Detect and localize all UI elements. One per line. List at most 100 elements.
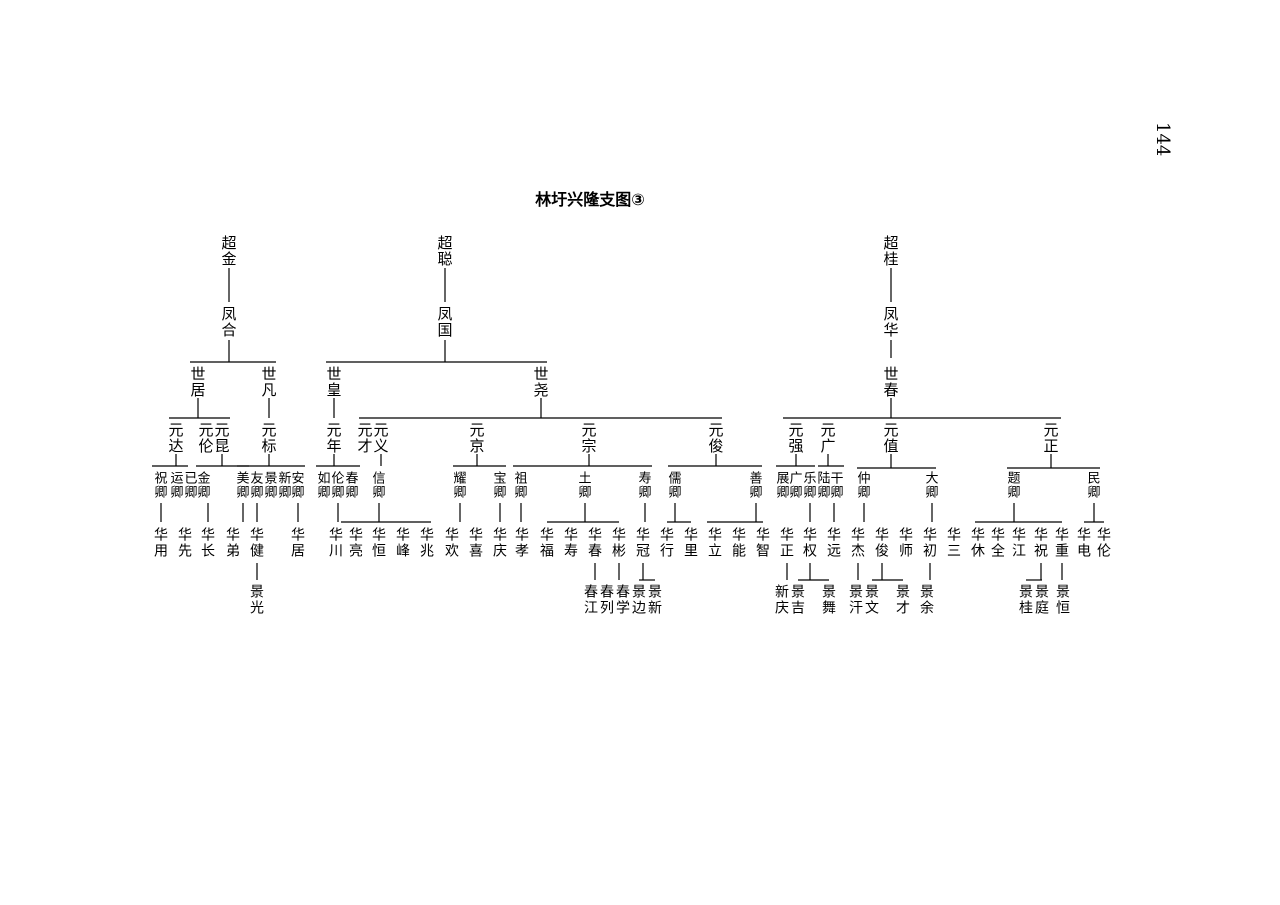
person-shan-qing: 善卿: [749, 470, 762, 500]
person-yuan-da: 元达: [168, 421, 183, 455]
person-h-xian: 华先: [178, 527, 192, 559]
person-x-qing: 新庆: [775, 584, 789, 616]
person-chao-gui: 超桂: [883, 234, 898, 268]
person-zhan-qing: 展卿: [776, 471, 789, 500]
person-jg-guang: 景光: [250, 584, 264, 616]
person-c-jiang: 春江: [584, 584, 598, 616]
person-h-ju: 华居: [291, 527, 305, 559]
person-shou-qing: 寿卿: [638, 471, 651, 500]
person-feng-he: 凤合: [221, 305, 236, 339]
person-h-qing: 华庆: [493, 527, 507, 559]
person-h-yuan: 华远: [827, 527, 841, 559]
person-h-jie: 华杰: [851, 527, 865, 559]
person-h-di: 华弟: [226, 527, 240, 559]
person-shi-huang: 世皇: [326, 365, 341, 399]
person-j-gui: 景桂: [1019, 584, 1033, 616]
person-mei-qing: 美卿: [236, 471, 249, 500]
person-yao2-qing: 耀卿: [453, 471, 466, 500]
person-j-han: 景汗: [849, 584, 863, 616]
person-tu-qing: 土卿: [578, 471, 591, 500]
person-j-wen: 景文: [865, 584, 879, 616]
person-ru2-qing: 儒卿: [668, 471, 681, 500]
person-yuan-jun: 元俊: [708, 421, 723, 455]
person-feng-guo: 凤国: [437, 305, 452, 339]
person-c-lie: 春列: [600, 584, 614, 616]
person-j-wu: 景舞: [822, 584, 836, 616]
person-h-shi: 华师: [899, 527, 913, 559]
person-shi-yao: 世尧: [533, 365, 548, 399]
person-yun-qing: 运卿: [170, 471, 183, 500]
person-xin2-qing: 信卿: [372, 471, 385, 500]
person-j-heng: 景恒: [1056, 584, 1070, 616]
person-h-lun: 华伦: [1097, 527, 1111, 559]
person-h-neng: 华能: [732, 527, 746, 559]
person-yuan-biao: 元标: [261, 421, 276, 455]
person-h-zhi: 华智: [756, 527, 770, 559]
tree-lines: [152, 268, 1104, 581]
person-le-qing: 乐卿: [803, 471, 816, 500]
person-yuan-zong: 元宗: [581, 421, 596, 455]
person-yuan-zhi: 元值: [883, 421, 898, 455]
person-chao-jin: 超金: [221, 234, 236, 268]
person-j-xin: 景新: [648, 584, 662, 616]
person-h-shou: 华寿: [564, 527, 578, 559]
person-h-zhao: 华兆: [420, 527, 434, 559]
person-h-chun: 华春: [588, 527, 602, 559]
person-h-li: 华里: [684, 527, 698, 559]
person-shi-fan: 世凡: [261, 365, 276, 399]
person-jin-qing: 金卿: [197, 470, 210, 500]
tree-names: 超金超聪超桂凤合凤国凤华世居世凡世皇世尧世春元达元伦元昆元标元年元才元义元京元宗…: [154, 234, 1111, 616]
person-feng-hua: 凤华: [883, 305, 898, 339]
person-h-li2: 华立: [708, 527, 722, 559]
person-h-zhong: 华重: [1055, 527, 1069, 559]
person-h-xi: 华喜: [469, 527, 483, 559]
person-shi-ju: 世居: [190, 365, 205, 399]
person-yuan-zheng: 元正: [1043, 421, 1058, 455]
person-zhu-qing: 祝卿: [154, 471, 167, 500]
person-h-xing: 华行: [660, 527, 674, 559]
person-j-cai: 景才: [896, 584, 910, 616]
person-h-huan: 华欢: [445, 527, 459, 559]
person-yuan-kun: 元昆: [214, 421, 229, 455]
person-lu-qing: 陆卿: [817, 470, 830, 500]
person-xin-qing: 新卿: [278, 470, 291, 500]
person-h-zheng: 华正: [780, 527, 794, 559]
person-h-quan2: 华全: [991, 527, 1005, 559]
person-ru-qing: 如卿: [317, 470, 330, 500]
person-shi-chun: 世春: [883, 365, 898, 399]
person-yuan-lun: 元伦: [198, 421, 213, 455]
person-da-qing: 大卿: [925, 471, 938, 500]
person-j-ting: 景庭: [1035, 584, 1049, 616]
person-yuan-yi: 元义: [373, 421, 388, 455]
person-h-dian: 华电: [1077, 527, 1091, 559]
person-yuan-qiang: 元强: [788, 421, 803, 455]
person-zhong-qing: 仲卿: [857, 471, 870, 500]
person-h-san: 华三: [947, 527, 961, 559]
diagram-title: 林圩兴隆支图③: [535, 190, 645, 209]
person-h-xiao: 华孝: [515, 527, 529, 559]
person-ji-qing: 已卿: [184, 471, 197, 500]
person-h-yong: 华用: [154, 527, 168, 559]
person-h-fu: 华福: [540, 527, 554, 559]
person-c-xue: 春学: [616, 584, 630, 616]
person-h-zhu: 华祝: [1034, 527, 1048, 559]
person-j-ji: 景吉: [791, 584, 805, 616]
person-qian-qing: 干卿: [830, 471, 843, 500]
person-h-guan: 华冠: [636, 527, 650, 559]
person-yuan-jing: 元京: [469, 421, 484, 455]
person-chun-qing: 春卿: [345, 471, 358, 500]
person-h-jiang: 华江: [1012, 527, 1026, 559]
person-lun-qing: 伦卿: [331, 471, 344, 500]
person-chao-cong: 超聪: [437, 234, 452, 268]
person-h-chuan: 华川: [329, 527, 343, 559]
person-guang2-qing: 广卿: [789, 471, 802, 500]
person-an-qing: 安卿: [291, 471, 304, 500]
person-h-xiu: 华休: [971, 527, 985, 559]
person-h-heng: 华恒: [372, 527, 386, 559]
person-j-bian: 景边: [632, 584, 646, 616]
person-h-bin: 华彬: [612, 527, 626, 559]
person-h-jun: 华俊: [875, 527, 889, 559]
person-h-liang: 华亮: [349, 527, 363, 559]
person-bao-qing: 宝卿: [493, 471, 506, 500]
